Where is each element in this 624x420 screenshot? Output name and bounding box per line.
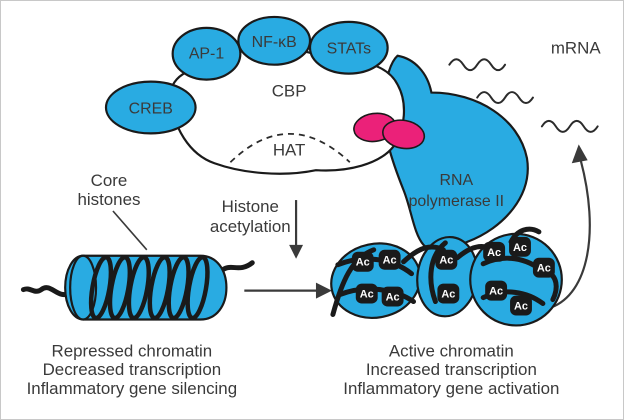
nfkb-blob	[237, 15, 312, 66]
subunit-oval-2	[382, 119, 426, 150]
mrna-squiggle-3	[540, 119, 599, 133]
ac-badge-label: Ac	[489, 286, 503, 298]
conversion-arrowhead	[315, 282, 332, 299]
stats-blob	[308, 20, 389, 75]
rna-polymerase-group: RNA polymerase II	[382, 54, 529, 252]
creb-label: CREB	[129, 100, 173, 117]
histone-acetylation-step: Histone acetylation	[210, 197, 304, 259]
repressed-caption-block: Repressed chromatin Decreased transcript…	[27, 341, 238, 398]
ac-badge-shape	[437, 283, 460, 304]
transcription-arrowhead	[571, 144, 588, 164]
core-histones-pointer	[112, 210, 148, 251]
ac-badge-label: Ac	[386, 292, 400, 304]
ac-badge-label: Ac	[514, 301, 528, 313]
ac-badge: Ac	[351, 251, 374, 272]
ac-badge-label: Ac	[537, 263, 551, 275]
core-histones-line1: Core	[91, 171, 128, 190]
dna-coil-ring	[185, 254, 210, 321]
ac-badge: Ac	[532, 257, 555, 278]
ac-badge-shape	[435, 249, 458, 270]
cbp-group: CBP HAT	[169, 48, 406, 175]
transcription-arrow	[550, 144, 591, 309]
ac-badge: Ac	[509, 236, 531, 257]
ac-badge-label: Ac	[383, 255, 397, 267]
histone-acetylation-line1: Histone	[222, 197, 279, 216]
active-caption-line3: Inflammatory gene activation	[343, 379, 559, 398]
ac-badge-shape	[485, 280, 508, 301]
ap1-label: AP-1	[189, 46, 225, 63]
ac-badge-shape	[510, 295, 532, 316]
ac-badge-shape	[355, 283, 378, 304]
creb-blob	[104, 80, 197, 135]
rna-polymerase-label-line2: polymerase II	[409, 193, 504, 210]
ac-badge-shape	[532, 257, 555, 278]
ac-badge: Ac	[483, 241, 506, 262]
active-dna-strand	[337, 286, 417, 305]
active-caption-line1: Active chromatin	[389, 341, 514, 360]
cbp-label: CBP	[272, 82, 307, 101]
ac-badge: Ac	[378, 249, 401, 270]
dna-tail-left	[20, 285, 74, 297]
ac-badge-label: Ac	[360, 289, 374, 301]
active-dna-strand	[335, 256, 415, 277]
ac-badge-shape	[378, 249, 401, 270]
ac-badge-shape	[509, 236, 531, 257]
repressed-caption-line1: Repressed chromatin	[52, 341, 213, 360]
mrna-squiggle-1	[448, 58, 507, 72]
core-histones-line2: histones	[77, 190, 140, 209]
ac-badge-shape	[351, 251, 374, 272]
acetylation-arrowhead	[289, 244, 304, 259]
polymerase-subunits	[353, 112, 426, 150]
ac-badge-label: Ac	[441, 289, 455, 301]
ap1-blob	[171, 26, 242, 81]
hat-domain-boundary	[229, 133, 351, 163]
ac-badge-label: Ac	[487, 247, 501, 259]
ac-badge-label: Ac	[439, 255, 453, 267]
ac-badge: Ac	[510, 295, 532, 316]
rna-polymerase-label-line1: RNA	[440, 172, 474, 189]
rna-polymerase-shape	[382, 54, 529, 252]
repressed-caption-line3: Inflammatory gene silencing	[27, 379, 238, 398]
transcription-factors: CREB AP-1 NF-κB STATs	[104, 15, 389, 135]
ac-badge: Ac	[435, 249, 458, 270]
ac-badge: Ac	[381, 286, 404, 307]
ac-badge-shape	[483, 241, 506, 262]
active-caption-line2: Increased transcription	[366, 360, 537, 379]
mrna-squiggle-2	[476, 91, 534, 104]
ac-badge: Ac	[485, 280, 508, 301]
histone-acetylation-line2: acetylation	[210, 217, 291, 236]
stats-label: STATs	[327, 41, 372, 58]
core-histones-callout: Core histones	[77, 171, 148, 251]
active-chromatin-group: Ac Ac Ac Ac Ac Ac	[330, 226, 563, 327]
active-caption-block: Active chromatin Increased transcription…	[343, 341, 559, 398]
dna-coil-ring	[126, 254, 151, 321]
ac-badge-shape	[381, 286, 404, 307]
ac-badge-label: Ac	[356, 257, 370, 269]
hat-label: HAT	[273, 140, 306, 159]
mrna-label: mRNA	[551, 39, 602, 58]
repressed-caption-line2: Decreased transcription	[43, 360, 222, 379]
transcription-arrow-line	[550, 159, 591, 309]
ac-badge-label: Ac	[513, 242, 527, 254]
dna-tail-right	[217, 260, 255, 275]
active-dna-strand	[428, 240, 448, 305]
repressed-chromatin-group	[20, 254, 255, 321]
mrna-group: mRNA	[448, 39, 602, 133]
conversion-arrow	[244, 282, 332, 299]
ac-badge: Ac	[355, 283, 378, 304]
nfkb-label: NF-κB	[252, 34, 297, 51]
ac-badge: Ac	[437, 283, 460, 304]
